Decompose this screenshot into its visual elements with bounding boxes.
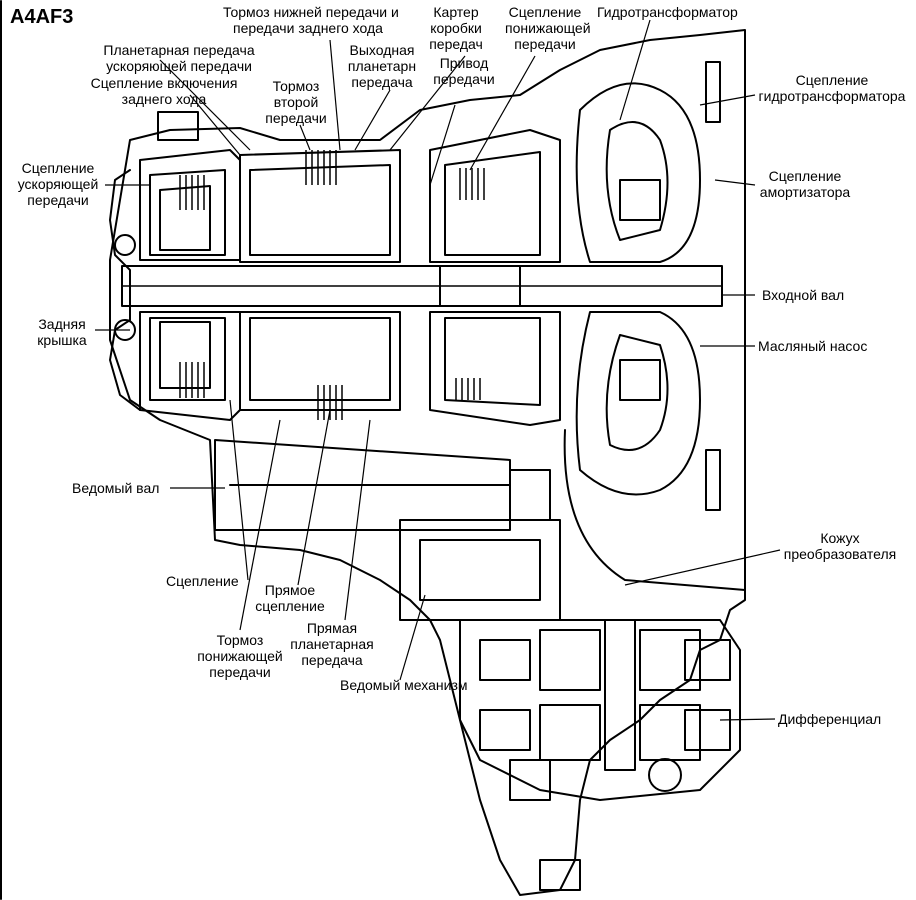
drain-bolt xyxy=(509,759,551,801)
label-rear-cover: Задняя крышка xyxy=(37,316,87,348)
rear-bolt-head xyxy=(157,111,199,141)
converter-housing-curve xyxy=(563,429,746,591)
bottom-bolt xyxy=(539,859,581,891)
label-overdrive-planetary: Планетарная передача ускоряющей передачи xyxy=(103,42,255,74)
label-direct-clutch: Прямое сцепление xyxy=(255,582,325,614)
differential-housing xyxy=(459,619,741,801)
label-driven-gear: Ведомый механизм xyxy=(340,677,468,693)
label-clutch: Сцепление xyxy=(166,573,239,589)
diagram-title: A4AF3 xyxy=(10,6,74,28)
torque-converter-top xyxy=(575,82,701,263)
output-shaft xyxy=(214,439,511,531)
overdrive-clutch-drum-bottom xyxy=(139,311,241,421)
label-input-shaft: Входной вал xyxy=(762,287,845,303)
transmission-case-outline xyxy=(109,29,746,896)
label-output-planetary: Выходная планетарн передача xyxy=(347,42,417,90)
label-transfer-drive: Привод передачи xyxy=(433,55,495,87)
converter-bolt xyxy=(705,449,721,511)
leader-lines xyxy=(95,19,781,721)
label-differential: Дифференциал xyxy=(778,711,882,727)
driven-gear-housing xyxy=(399,519,561,621)
torque-converter-bottom xyxy=(575,311,701,496)
output-shaft-nut xyxy=(509,469,551,521)
label-second-brake: Тормоз второй передачи xyxy=(265,78,327,126)
label-damper-clutch: Сцепление амортизатора xyxy=(759,168,851,200)
planetary-block-bottom xyxy=(239,311,401,411)
label-direct-planetary: Прямая планетарная передача xyxy=(290,620,374,668)
rear-cover-outline xyxy=(109,169,141,411)
underdrive-clutch-bottom xyxy=(429,311,561,426)
label-underdrive-clutch: Сцепление понижающей передачи xyxy=(505,4,591,52)
label-oil-pump: Масляный насос xyxy=(758,338,868,354)
planetary-block-top xyxy=(239,149,401,263)
label-reverse-clutch: Сцепление включения заднего хода xyxy=(90,75,238,107)
underdrive-clutch-top xyxy=(429,129,561,263)
rear-cover-bolt-top xyxy=(114,234,136,256)
converter-bolt-top xyxy=(705,61,721,123)
label-output-shaft: Ведомый вал xyxy=(72,480,160,496)
label-low-reverse-brake: Тормоз нижней передачи и передачи заднег… xyxy=(223,4,399,36)
label-converter-clutch: Сцепление гидротрансформатора xyxy=(758,72,906,104)
label-transaxle-case: Картер коробки передач xyxy=(429,4,483,52)
differential-shaft xyxy=(604,619,636,771)
label-converter-housing: Кожух преобразователя xyxy=(783,530,897,562)
label-torque-converter: Гидротрансформатор xyxy=(597,4,738,20)
label-overdrive-clutch: Сцепление ускоряющей передачи xyxy=(17,160,99,208)
label-underdrive-brake: Тормоз понижающей передачи xyxy=(197,632,283,680)
